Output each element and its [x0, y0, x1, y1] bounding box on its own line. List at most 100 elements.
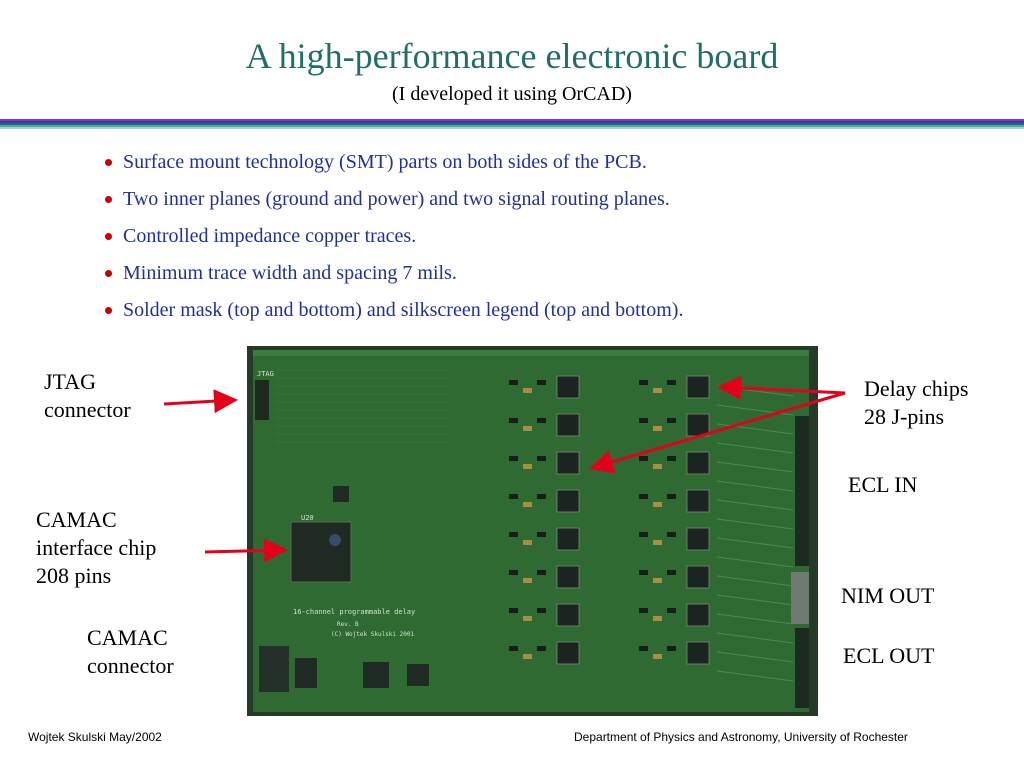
smt-component	[523, 388, 532, 393]
silk-rev: Rev. B	[337, 621, 359, 628]
delay-chip	[686, 489, 710, 513]
delay-arrow-1	[717, 376, 846, 400]
slide-title: A high-performance electronic board	[245, 36, 779, 76]
smt-component	[537, 608, 546, 613]
smt-component	[509, 646, 518, 651]
delay-label-line2: 28 J-pins	[864, 404, 945, 429]
camac-chip-line3: 208 pins	[36, 563, 112, 588]
smt-component	[537, 456, 546, 461]
title-divider	[0, 119, 1024, 129]
signal-trace	[716, 670, 794, 682]
jtag-arrow	[163, 389, 238, 414]
silk-copyright: (C) Wojtek Skulski 2001	[331, 631, 414, 638]
delay-chips-grid	[509, 375, 710, 665]
smt-component	[639, 570, 648, 575]
jtag-label-line1: JTAG	[44, 369, 97, 394]
smt-component	[653, 426, 662, 431]
footer-department: Department of Physics and Astronomy, Uni…	[574, 730, 908, 744]
delay-chip	[686, 451, 710, 475]
camac-connector-label: CAMAC connector	[87, 624, 174, 680]
smt-component	[523, 426, 532, 431]
smt-component	[509, 456, 518, 461]
bullet-item: Solder mask (top and bottom) and silkscr…	[102, 296, 683, 333]
regulator-1	[295, 658, 317, 688]
smt-component	[653, 616, 662, 621]
signal-trace	[716, 461, 794, 473]
jtag-header	[255, 380, 269, 420]
nim-out-connector	[791, 572, 809, 624]
camac-interface-chip	[290, 521, 352, 583]
smt-component	[667, 456, 676, 461]
delay-chip	[556, 641, 580, 665]
smt-component	[639, 608, 648, 613]
signal-trace	[716, 442, 794, 454]
camac-chip-line2: interface chip	[36, 535, 157, 560]
camac-connector-block	[259, 646, 289, 692]
smt-component	[653, 540, 662, 545]
delay-chip	[556, 375, 580, 399]
delay-label-line1: Delay chips	[864, 376, 969, 401]
delay-chip	[686, 565, 710, 589]
footer-author: Wojtek Skulski May/2002	[28, 730, 162, 744]
signal-trace	[716, 556, 794, 568]
pcb-top-highlight	[253, 350, 809, 356]
bullet-dot-icon	[105, 307, 112, 314]
smt-component	[509, 380, 518, 385]
delay-chip	[556, 527, 580, 551]
bullet-item: Two inner planes (ground and power) and …	[102, 185, 683, 222]
signal-trace	[716, 594, 794, 606]
smt-component	[639, 532, 648, 537]
regulator-3	[407, 664, 429, 686]
pcb-board-photo: JTAG U20 16-channel programmable delay R…	[247, 346, 818, 716]
delay-chips-label: Delay chips 28 J-pins	[864, 375, 968, 431]
smt-component	[537, 380, 546, 385]
delay-chip	[686, 375, 710, 399]
delay-chip	[556, 603, 580, 627]
signal-trace	[716, 518, 794, 530]
bullet-item: Controlled impedance copper traces.	[102, 222, 683, 259]
smt-component	[653, 578, 662, 583]
smt-component	[653, 502, 662, 507]
ecl-out-label: ECL OUT	[843, 643, 935, 668]
delay-chip	[686, 603, 710, 627]
bullet-list: Surface mount technology (SMT) parts on …	[102, 148, 683, 333]
smt-component	[639, 646, 648, 651]
silk-program-name: 16-channel programmable delay	[293, 608, 415, 616]
bullet-dot-icon	[105, 159, 112, 166]
smt-component	[509, 532, 518, 537]
ecl-in-label: ECL IN	[848, 472, 918, 497]
smt-component	[537, 646, 546, 651]
delay-chip	[556, 451, 580, 475]
smt-component	[639, 380, 648, 385]
signal-trace	[716, 575, 794, 587]
smt-component	[653, 464, 662, 469]
smt-component	[509, 608, 518, 613]
delay-chip	[556, 565, 580, 589]
smt-component	[523, 540, 532, 545]
smt-component	[523, 578, 532, 583]
smt-component	[667, 570, 676, 575]
smt-component	[639, 418, 648, 423]
chip-logo	[329, 534, 341, 546]
smt-component	[667, 380, 676, 385]
signal-trace	[716, 651, 794, 663]
bullet-dot-icon	[105, 196, 112, 203]
ecl-in-connector	[795, 416, 809, 566]
delay-chip	[556, 413, 580, 437]
smt-component	[639, 494, 648, 499]
smt-component	[537, 494, 546, 499]
signal-trace	[716, 537, 794, 549]
bullet-text: Solder mask (top and bottom) and silkscr…	[123, 299, 684, 321]
smt-component	[523, 464, 532, 469]
smt-component	[653, 388, 662, 393]
smt-component	[537, 532, 546, 537]
camac-conn-line1: CAMAC	[87, 625, 168, 650]
signal-trace	[716, 480, 794, 492]
nim-out-label: NIM OUT	[841, 583, 935, 608]
smt-component	[667, 608, 676, 613]
small-ic	[333, 486, 349, 502]
slide-subtitle: (I developed it using OrCAD)	[392, 83, 632, 105]
bullet-text: Surface mount technology (SMT) parts on …	[123, 151, 647, 173]
smt-component	[639, 456, 648, 461]
